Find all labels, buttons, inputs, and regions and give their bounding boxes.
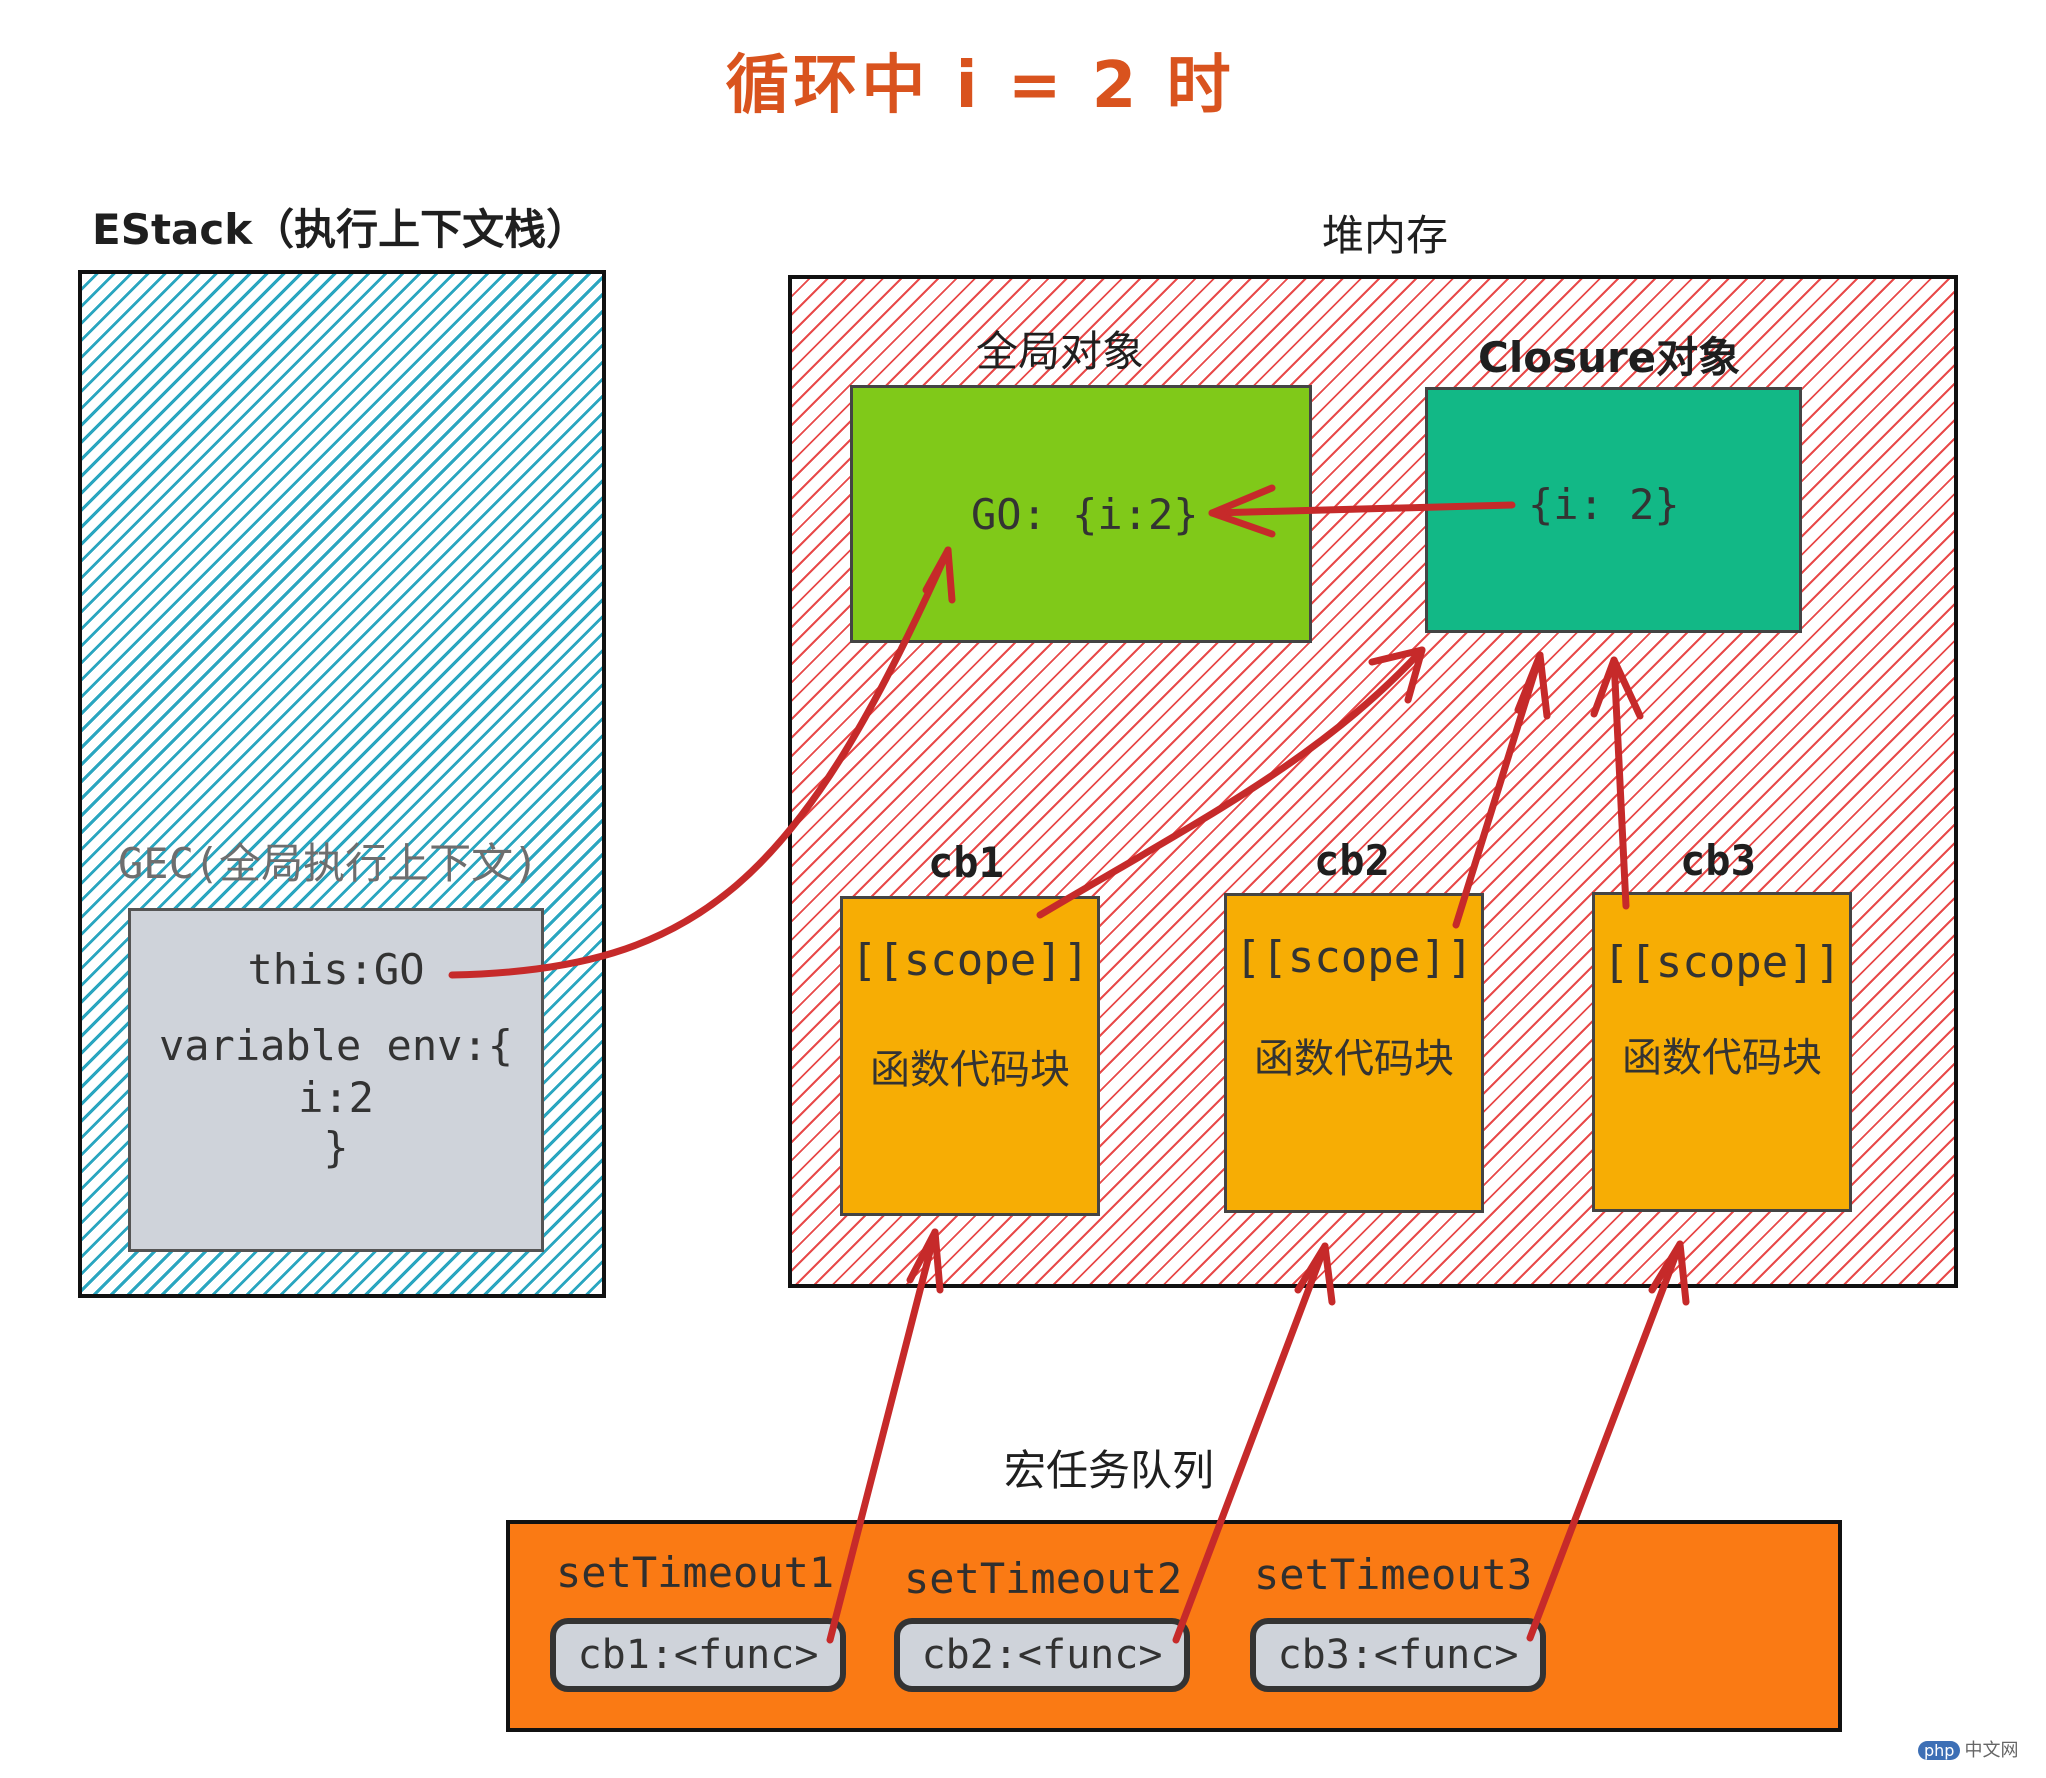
settimeout1-label: setTimeout1 xyxy=(556,1548,835,1597)
gec-this-binding: this:GO xyxy=(247,945,425,994)
cb1-func-chip: cb1:<func> xyxy=(550,1618,846,1692)
cb3-label: cb3 xyxy=(1680,836,1756,885)
gec-variable-env-open: variable env:{ xyxy=(158,1021,513,1070)
cb2-func-chip: cb2:<func> xyxy=(894,1618,1190,1692)
cb2-scope: [[scope]] xyxy=(1234,932,1474,983)
global-object-content: GO: {i:2} xyxy=(971,490,1199,539)
cb3-func-chip: cb3:<func> xyxy=(1250,1618,1546,1692)
global-object-box: GO: {i:2} xyxy=(850,385,1312,643)
global-object-label: 全局对象 xyxy=(976,327,1145,376)
estack-label: EStack（执行上下文栈） xyxy=(92,205,589,254)
settimeout2-label: setTimeout2 xyxy=(904,1554,1183,1603)
cb3-scope: [[scope]] xyxy=(1602,937,1842,988)
cb2-function-object: [[scope]] 函数代码块 xyxy=(1224,893,1484,1213)
heap-label: 堆内存 xyxy=(1322,211,1449,260)
closure-object-box: {i: 2} xyxy=(1425,387,1802,633)
diagram-title: 循环中 i = 2 时 xyxy=(725,49,1235,123)
gec-variable-env-close: } xyxy=(323,1123,349,1172)
cb1-scope: [[scope]] xyxy=(850,935,1090,986)
gec-variable-i: i:2 xyxy=(298,1073,374,1122)
cb2-label: cb2 xyxy=(1314,836,1390,885)
closure-object-label: Closure对象 xyxy=(1478,333,1741,382)
macro-queue-label: 宏任务队列 xyxy=(1004,1446,1215,1495)
cb3-function-object: [[scope]] 函数代码块 xyxy=(1592,892,1852,1212)
cb1-label: cb1 xyxy=(928,838,1004,887)
cb3-code-block: 函数代码块 xyxy=(1622,1035,1822,1081)
closure-object-content: {i: 2} xyxy=(1528,480,1680,529)
settimeout3-label: setTimeout3 xyxy=(1254,1550,1533,1599)
global-execution-context: this:GO variable env:{ i:2 } xyxy=(128,908,544,1252)
watermark-text: 中文网 xyxy=(1964,1740,2019,1761)
gec-label: GEC(全局执行上下文) xyxy=(118,839,539,888)
cb1-code-block: 函数代码块 xyxy=(870,1047,1070,1093)
cb1-function-object: [[scope]] 函数代码块 xyxy=(840,896,1100,1216)
cb2-code-block: 函数代码块 xyxy=(1254,1036,1454,1082)
watermark-logo: php xyxy=(1918,1741,1961,1760)
